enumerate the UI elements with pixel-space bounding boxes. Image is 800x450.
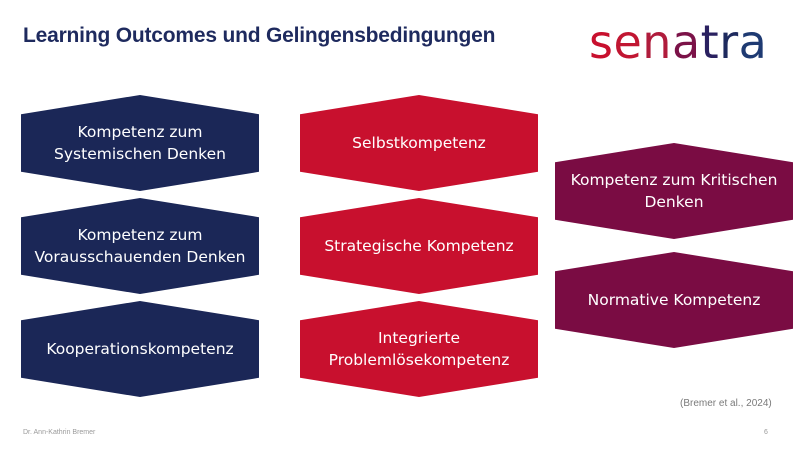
competency-label-line: Kompetenz zum Kritischen <box>570 171 778 189</box>
competency-anticipatory-thinking[interactable]: Kompetenz zum Vorausschauenden Denken <box>21 198 259 294</box>
competency-label-line: Kompetenz zum <box>77 226 203 244</box>
senatra-logo: senatra <box>589 14 767 70</box>
competency-integrated-problem-solving[interactable]: Integrierte Problemlösekompetenz <box>300 301 538 397</box>
logo-letter: s <box>589 15 614 69</box>
page-number: 6 <box>764 429 768 436</box>
competency-systemic-thinking[interactable]: Kompetenz zum Systemischen Denken <box>21 95 259 191</box>
competency-label-line: Problemlösekompetenz <box>328 351 510 369</box>
logo-letter: t <box>700 15 720 69</box>
competency-self[interactable]: Selbstkompetenz <box>300 95 538 191</box>
slide-title: Learning Outcomes und Gelingensbedingung… <box>23 24 496 47</box>
competency-normative[interactable]: Normative Kompetenz <box>555 252 793 348</box>
competency-label-line: Integrierte <box>377 329 461 347</box>
logo-letter: a <box>738 15 768 69</box>
source-citation: (Bremer et al., 2024) <box>680 398 772 409</box>
competency-label-line: Kompetenz zum <box>77 123 203 141</box>
competency-label-line: Denken <box>644 193 704 211</box>
logo-letter: a <box>671 15 701 69</box>
competency-label-line: Kooperationskompetenz <box>46 340 234 358</box>
footer-author: Dr. Ann-Kathrin Bremer <box>23 429 96 436</box>
competency-label-line: Systemischen Denken <box>54 145 226 163</box>
competency-cooperation[interactable]: Kooperationskompetenz <box>21 301 259 397</box>
logo-letter: e <box>613 15 643 69</box>
competency-label-line: Vorausschauenden Denken <box>34 248 246 266</box>
competency-label-line: Selbstkompetenz <box>352 134 486 152</box>
competency-strategic[interactable]: Strategische Kompetenz <box>300 198 538 294</box>
competency-label-line: Normative Kompetenz <box>587 291 761 309</box>
logo-letter: n <box>642 15 672 69</box>
logo-letter: r <box>719 15 739 69</box>
competency-critical-thinking[interactable]: Kompetenz zum Kritischen Denken <box>555 143 793 239</box>
competency-label-line: Strategische Kompetenz <box>324 237 514 255</box>
